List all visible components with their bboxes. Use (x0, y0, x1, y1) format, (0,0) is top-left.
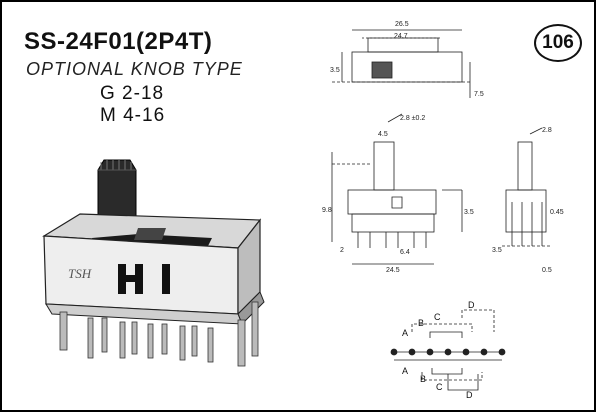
schematic-label-b2: B (420, 374, 426, 384)
dim-side-top: 2.8 (542, 127, 552, 134)
top-view-drawing: 26.5 24.7 3.5 7.5 (330, 21, 484, 98)
dim-top-c: 3.5 (330, 67, 340, 74)
side-view-drawing: 2.8 0.45 0.5 3.5 (492, 127, 564, 274)
schematic-label-a2: A (402, 366, 408, 376)
spec-m: M 4-16 (100, 105, 166, 126)
spec-g: G 2-18 (100, 83, 165, 104)
switch-pins (59, 301, 259, 367)
schematic-label-b1: B (418, 318, 424, 328)
schematic-label-c2: C (436, 382, 443, 392)
brand-marking: TSH (68, 266, 92, 281)
dim-top-a: 26.5 (395, 21, 409, 28)
dim-front-knob: 2.8 ±0.2 (400, 115, 425, 122)
model-title: SS-24F01(2P4T) (24, 28, 213, 55)
dim-front-d: 4.5 (378, 131, 388, 138)
front-view-drawing: 2.8 ±0.2 4.5 9.8 3.5 24.5 6.4 2 (322, 113, 474, 274)
dim-side-c: 3.5 (492, 247, 502, 254)
page-number-badge: 106 (534, 24, 582, 62)
dim-front-w: 24.5 (386, 267, 400, 274)
dim-side-a: 0.45 (550, 209, 564, 216)
dim-top-d: 7.5 (474, 91, 484, 98)
schematic-label-a1: A (402, 328, 408, 338)
circuit-schematic: A B C D A B C D (390, 300, 506, 400)
dim-front-p: 6.4 (400, 249, 410, 256)
metal-housing (42, 213, 265, 325)
dim-side-b: 0.5 (542, 267, 552, 274)
schematic-label-c1: C (434, 312, 441, 322)
dim-front-h2: 3.5 (464, 209, 474, 216)
dim-top-b: 24.7 (394, 33, 408, 40)
dim-front-p2: 2 (340, 247, 344, 254)
schematic-label-d1: D (468, 300, 475, 310)
schematic-label-d2: D (466, 390, 473, 400)
dim-front-h: 9.8 (322, 207, 332, 214)
knob-type-subtitle: OPTIONAL KNOB TYPE (26, 59, 243, 79)
